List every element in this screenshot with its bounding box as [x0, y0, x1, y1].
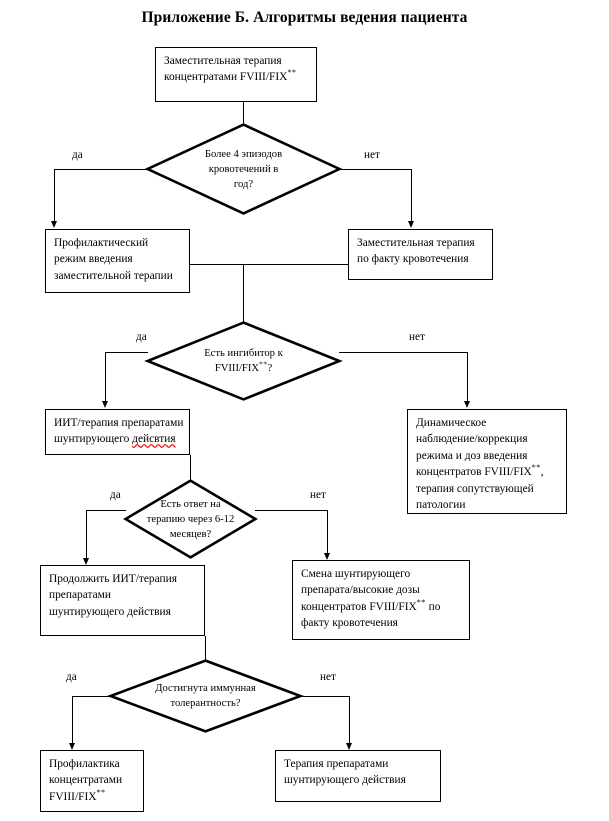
edge-label-d2-yes: да [136, 331, 147, 343]
node-replacement-therapy-concentrates[interactable]: Заместительная терапия концентратами FVI… [155, 47, 317, 102]
decision-more-than-4-bleeds[interactable]: Более 4 эпизодов кровотечений в год? [144, 123, 343, 215]
node-line: Профилактический [54, 237, 149, 249]
node-line: концентратов FVIII/FIX** по [301, 598, 441, 613]
edge-d1-n3-v [411, 169, 412, 222]
edge-d2-n4-v [105, 352, 106, 402]
edge-d3-n7-v [327, 510, 328, 554]
edge-d4-n8-h [72, 696, 111, 697]
node-line: FVIII/FIX** [49, 788, 106, 803]
node-line: Смена шунтирующего [301, 568, 411, 580]
edge-join-d2 [243, 264, 244, 322]
node-line: режима и доз введения [416, 449, 528, 462]
node-line: препарата/высокие дозы [301, 584, 420, 597]
edge-n4-d3 [190, 455, 191, 480]
edge-label-d4-no: нет [320, 671, 336, 683]
node-line: концентратами [49, 774, 123, 787]
node-line: шунтирующего действия [49, 605, 171, 618]
edge-d1-n2-v [54, 169, 55, 222]
arrowhead-d2-n4 [101, 401, 108, 408]
node-line: Профилактика [49, 758, 120, 770]
edge-label-d2-no: нет [409, 331, 425, 343]
node-dynamic-monitoring[interactable]: Динамическое наблюдение/коррекция режима… [407, 409, 567, 514]
edge-d4-n9-h [300, 696, 350, 697]
node-line: Заместительная терапия [357, 237, 475, 249]
arrowhead-d3-n7 [323, 553, 330, 560]
edge-label-d3-no: нет [310, 489, 326, 501]
node-prophylaxis-concentrates[interactable]: Профилактика концентратами FVIII/FIX** [40, 750, 144, 812]
node-line: шунтирующего действия [284, 774, 406, 787]
arrowhead-d4-n9 [345, 743, 352, 750]
node-line: препаратами [49, 589, 111, 602]
edge-d4-n9-v [349, 696, 350, 744]
arrowhead-d1-n2 [50, 221, 57, 228]
decision-immune-tolerance[interactable]: Достигнута иммунная толерантность? [106, 659, 305, 733]
page-title: Приложение Б. Алгоритмы ведения пациента [141, 9, 468, 26]
edge-label-d1-no: нет [364, 149, 380, 161]
node-line: заместительной терапии [54, 269, 173, 282]
node-line: Терапия препаратами [284, 758, 389, 770]
node-line: шунтирующего дейсвтия [54, 433, 176, 446]
node-line: ИИТ/терапия препаратами [54, 417, 184, 429]
edge-d2-n5-v [467, 352, 468, 402]
node-bypassing-agent-therapy[interactable]: Терапия препаратами шунтирующего действи… [275, 750, 441, 802]
misspelled-word: дейсвтия [132, 433, 176, 446]
arrowhead-d4-n8 [68, 743, 75, 750]
node-line: концентратов FVIII/FIX**, [416, 463, 544, 479]
arrowhead-d3-n6 [82, 558, 89, 565]
node-line: наблюдение/коррекция [416, 433, 528, 446]
node-on-demand-therapy[interactable]: Заместительная терапия по факту кровотеч… [348, 229, 493, 280]
edge-label-d4-yes: да [66, 671, 77, 683]
node-line: Динамическое [416, 417, 487, 429]
node-line: по факту кровотечения [357, 253, 469, 266]
edge-d1-n3-h [339, 169, 412, 170]
edge-d3-n6-h [86, 510, 126, 511]
edge-n6-d4 [205, 636, 206, 660]
node-itt-bypassing-agents[interactable]: ИИТ/терапия препаратами шунтирующего дей… [45, 409, 190, 455]
edge-d3-n6-v [86, 510, 87, 559]
edge-n2-n3-join [190, 264, 348, 265]
decision-inhibitor-present[interactable]: Есть ингибитор к FVIII/FIX**? [144, 321, 343, 401]
edge-d3-n7-h [255, 510, 328, 511]
node-prophylactic-regimen[interactable]: Профилактический режим введения заместит… [45, 229, 190, 293]
edge-n1-d1 [243, 102, 244, 123]
node-line: Продолжить ИИТ/терапия [49, 573, 177, 585]
edge-d4-n8-v [72, 696, 73, 744]
edge-d2-n5-h [339, 352, 468, 353]
node-continue-itt[interactable]: Продолжить ИИТ/терапия препаратами шунти… [40, 565, 205, 636]
edge-d1-n2-h [54, 169, 148, 170]
node-line: Заместительная терапия [164, 55, 282, 67]
edge-label-d3-yes: да [110, 489, 121, 501]
node-line: патологии [416, 499, 466, 512]
edge-label-d1-yes: да [72, 149, 83, 161]
node-line: режим введения [54, 253, 133, 266]
decision-therapy-response[interactable]: Есть ответ на терапию через 6-12 месяцев… [123, 479, 258, 559]
arrowhead-d1-n3 [407, 221, 414, 228]
arrowhead-d2-n5 [463, 401, 470, 408]
edge-d2-n4-h [105, 352, 148, 353]
node-line: концентратами FVIII/FIX** [164, 68, 297, 84]
node-line: факту кровотечения [301, 617, 398, 630]
node-line: терапия сопутствующей [416, 482, 534, 495]
node-switch-bypassing-agent[interactable]: Смена шунтирующего препарата/высокие доз… [292, 560, 470, 640]
